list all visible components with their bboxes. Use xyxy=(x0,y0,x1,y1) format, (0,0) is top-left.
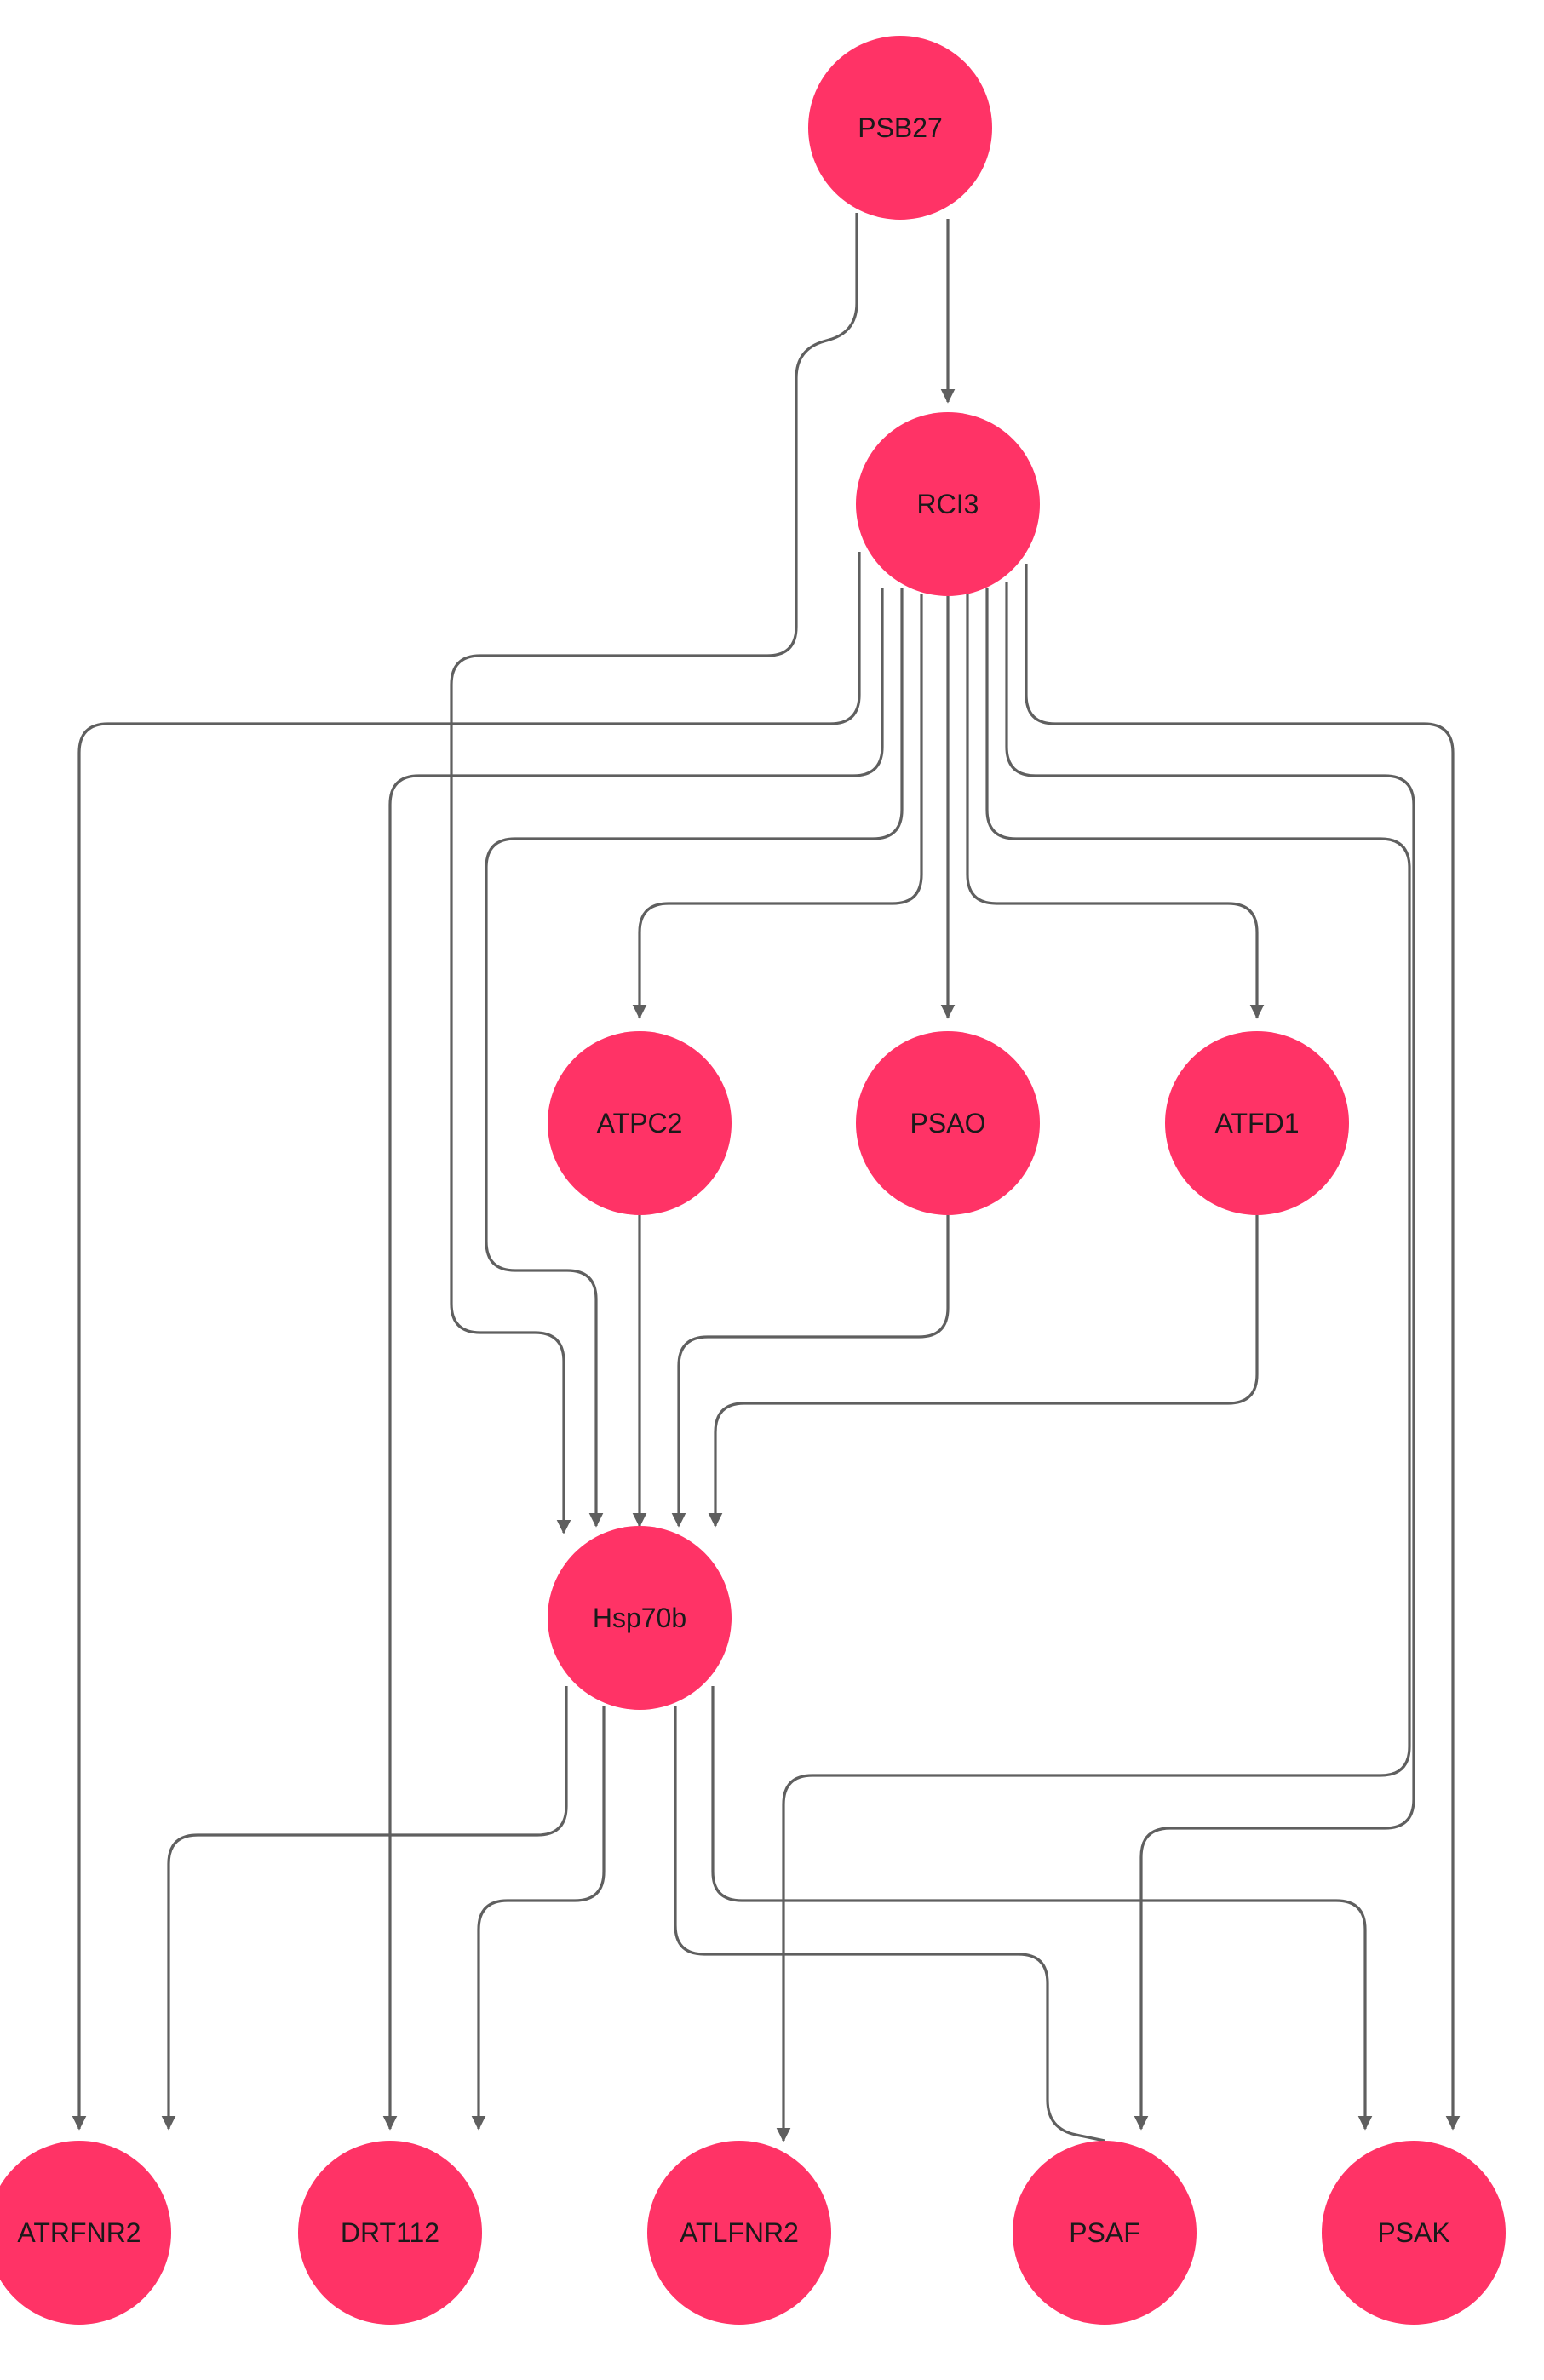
node-label: ATPC2 xyxy=(597,1108,683,1138)
edge-rci3-to-atlfnr2 xyxy=(776,588,1411,2142)
edge-rci3-to-psaf xyxy=(1005,582,1415,2131)
node-atrfnr2[interactable]: ATRFNR2 xyxy=(0,2141,171,2325)
node-circle xyxy=(298,2141,482,2325)
node-circle xyxy=(548,1031,732,1215)
node-circle xyxy=(856,1031,1040,1215)
edge-rci3-to-psak xyxy=(1025,564,1461,2131)
node-label: DRT112 xyxy=(341,2217,439,2248)
node-label: ATRFNR2 xyxy=(17,2217,141,2248)
edge-psao-to-hsp70b xyxy=(671,1215,950,1528)
edge-rci3-to-atfd1 xyxy=(966,594,1265,1019)
node-psak[interactable]: PSAK xyxy=(1322,2141,1506,2325)
edge-hsp70b-to-atrfnr2 xyxy=(161,1686,568,2131)
edge-rci3-to-atpc2 xyxy=(632,594,923,1019)
node-psao[interactable]: PSAO xyxy=(856,1031,1040,1215)
node-circle xyxy=(1013,2141,1197,2325)
node-rci3[interactable]: RCI3 xyxy=(856,412,1040,596)
node-atpc2[interactable]: ATPC2 xyxy=(548,1031,732,1215)
node-circle xyxy=(1165,1031,1349,1215)
node-circle xyxy=(1322,2141,1506,2325)
edge-hsp70b-to-drt112 xyxy=(471,1706,606,2131)
edge-rci3-to-atrfnr2 xyxy=(72,552,861,2131)
node-label: PSB27 xyxy=(858,112,943,143)
edge-hsp70b-to-psaf xyxy=(674,1706,1105,2142)
edge-psb27-to-hsp70b xyxy=(450,213,858,1534)
node-label: Hsp70b xyxy=(593,1603,686,1633)
node-label: PSAF xyxy=(1069,2217,1140,2248)
node-label: PSAO xyxy=(910,1108,986,1138)
node-psaf[interactable]: PSAF xyxy=(1013,2141,1197,2325)
node-drt112[interactable]: DRT112 xyxy=(298,2141,482,2325)
edge-rci3-to-hsp70b xyxy=(485,588,904,1528)
node-atlfnr2[interactable]: ATLFNR2 xyxy=(647,2141,831,2325)
edge-atfd1-to-hsp70b xyxy=(708,1215,1259,1528)
node-circle xyxy=(856,412,1040,596)
node-label: ATLFNR2 xyxy=(680,2217,799,2248)
node-atfd1[interactable]: ATFD1 xyxy=(1165,1031,1349,1215)
node-circle xyxy=(647,2141,831,2325)
node-psb27[interactable]: PSB27 xyxy=(808,36,992,220)
node-circle xyxy=(0,2141,171,2325)
node-hsp70b[interactable]: Hsp70b xyxy=(548,1526,732,1710)
edge-hsp70b-to-psak xyxy=(711,1686,1373,2131)
node-circle xyxy=(548,1526,732,1710)
edge-layer xyxy=(72,213,1461,2142)
node-label: PSAK xyxy=(1377,2217,1449,2248)
edge-rci3-to-drt112 xyxy=(382,588,884,2131)
node-label: RCI3 xyxy=(917,489,979,519)
node-label: ATFD1 xyxy=(1215,1108,1300,1138)
node-circle xyxy=(808,36,992,220)
